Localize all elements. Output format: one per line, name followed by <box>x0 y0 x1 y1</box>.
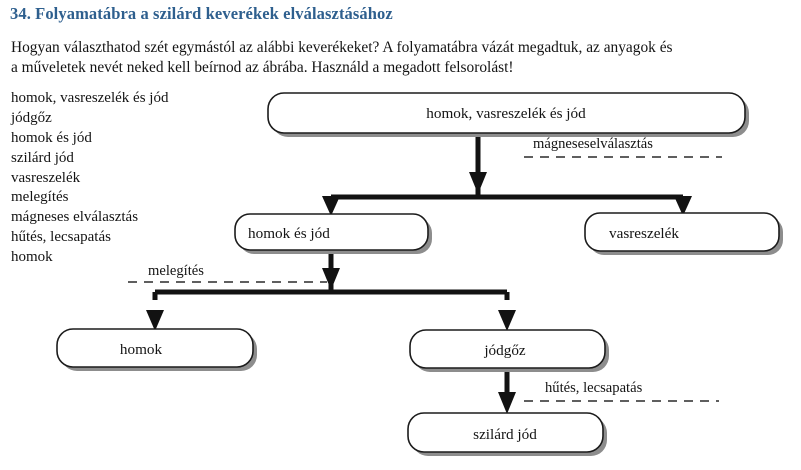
node-outline <box>584 212 780 252</box>
node-label: homok <box>120 341 163 358</box>
operation-cooling: hűtés, lecsapatás <box>524 380 719 402</box>
arrow-head-icon <box>322 268 340 290</box>
instructions-paragraph: Hogyan választhatod szét egymástól az al… <box>11 38 786 79</box>
word-bank-item: vasreszelék <box>11 169 81 186</box>
word-bank: homok, vasreszelék és jód jódgőz homok é… <box>11 89 226 268</box>
word-bank-item: homok <box>11 249 53 265</box>
word-bank-item: homok és jód <box>11 129 92 146</box>
arrow-head-icon <box>498 392 516 414</box>
edge-iodinevapour-to-solidiodine <box>498 370 516 414</box>
arrow-head-icon <box>498 310 516 331</box>
arrow-head-icon <box>674 196 692 216</box>
word-bank-item: hűtés, lecsapatás <box>11 229 111 246</box>
instructions-line-2: a műveletek nevét neked kell beírnod az … <box>11 59 514 77</box>
node-outline <box>409 329 606 369</box>
node-iron-filings[interactable]: vasreszelék <box>584 212 783 255</box>
arrow-head-icon <box>146 310 164 331</box>
node-outline <box>56 328 254 368</box>
node-label: vasreszelék <box>609 225 679 242</box>
page-title: 34. Folyamatábra a szilárd keverékek elv… <box>10 4 393 23</box>
node-label: homok, vasreszelék és jód <box>426 105 586 122</box>
edge-sandiodine-to-row2 <box>146 250 516 331</box>
operation-label: melegítés <box>148 263 204 279</box>
node-outline <box>407 412 604 453</box>
node-label: homok és jód <box>248 225 330 242</box>
node-iodine-vapour[interactable]: jódgőz <box>409 329 609 372</box>
node-outline <box>267 92 746 134</box>
node-label: szilárd jód <box>473 426 537 443</box>
operation-label: mágneseselválasztás <box>533 136 653 152</box>
node-label: jódgőz <box>483 342 526 359</box>
word-bank-item: mágneses elválasztás <box>11 209 139 226</box>
arrow-head-icon <box>322 196 340 216</box>
word-bank-item: homok, vasreszelék és jód <box>11 90 169 106</box>
instructions-line-1: Hogyan választhatod szét egymástól az al… <box>11 39 673 56</box>
word-bank-item: melegítés <box>11 189 69 206</box>
word-bank-item: szilárd jód <box>11 149 74 166</box>
node-sand-iodine[interactable]: homok és jód <box>234 213 432 254</box>
arrow-head-icon <box>469 172 487 194</box>
node-outline <box>234 213 429 251</box>
edge-mixture-to-row1 <box>322 133 692 216</box>
node-sand[interactable]: homok <box>56 328 257 371</box>
word-bank-item: jódgőz <box>11 109 52 126</box>
node-mixture[interactable]: homok, vasreszelék és jód <box>267 92 749 137</box>
operation-magnetic-separation: mágneseselválasztás <box>524 136 722 158</box>
node-solid-iodine[interactable]: szilárd jód <box>407 412 607 456</box>
operation-label: hűtés, lecsapatás <box>545 380 643 396</box>
operation-heating: melegítés <box>128 263 327 283</box>
